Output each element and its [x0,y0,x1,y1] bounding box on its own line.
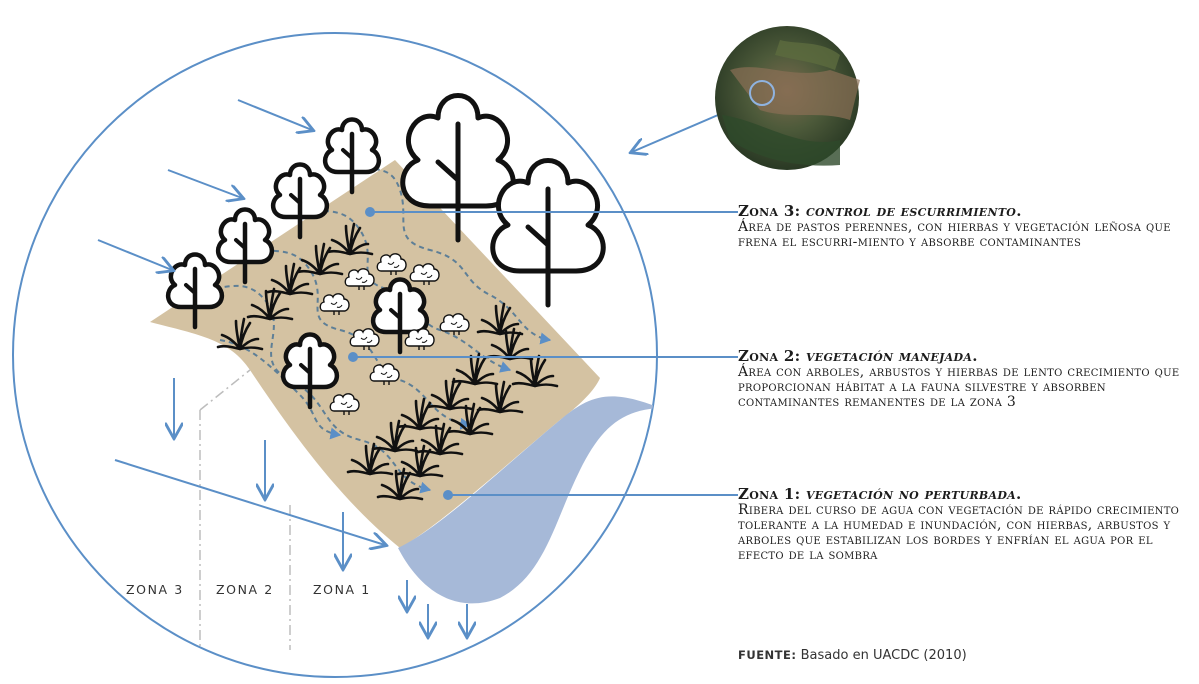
source-label: FUENTE: [738,648,797,662]
zone-3-caption: Zona 3: control de escurrimiento. Área d… [738,204,1198,250]
leader-dots [348,207,453,500]
zone-2-caption: Zona 2: vegetación manejada. Área con ar… [738,349,1198,410]
water-stream [398,396,657,604]
zone-3-subtitle: control de escurrimiento [805,202,1017,220]
zone-1-label: ZONA 1 [313,582,371,597]
zone-1-caption: Zona 1: vegetación no perturbada. Ribera… [738,487,1198,563]
source-text: Basado en UACDC (2010) [800,648,967,663]
zone-divider-lines [199,369,291,650]
zone-1-title: Zona 1 [738,485,795,503]
zone-2-title: Zona 2 [738,347,795,365]
zone-3-title: Zona 3 [738,202,795,220]
runoff-arrows [97,99,726,636]
zone-2-description: Área con arboles, arbustos y hierbas de … [738,364,1180,410]
zone-1-subtitle: vegetación no perturbada [805,485,1017,503]
zone-1-description: Ribera del curso de agua con vegetación … [738,502,1180,563]
callout-circle [12,32,658,678]
leader-lines [353,211,738,496]
zone-2-label: ZONA 2 [216,582,274,597]
zone-2-subtitle: vegetación manejada [805,347,973,365]
source-note: FUENTE: Basado en UACDC (2010) [738,648,967,663]
satellite-photo-inset [715,26,860,170]
zone-3-description: Área de pastos perennes, con hierbas y v… [738,219,1171,250]
zone-3-label: ZONA 3 [126,582,184,597]
